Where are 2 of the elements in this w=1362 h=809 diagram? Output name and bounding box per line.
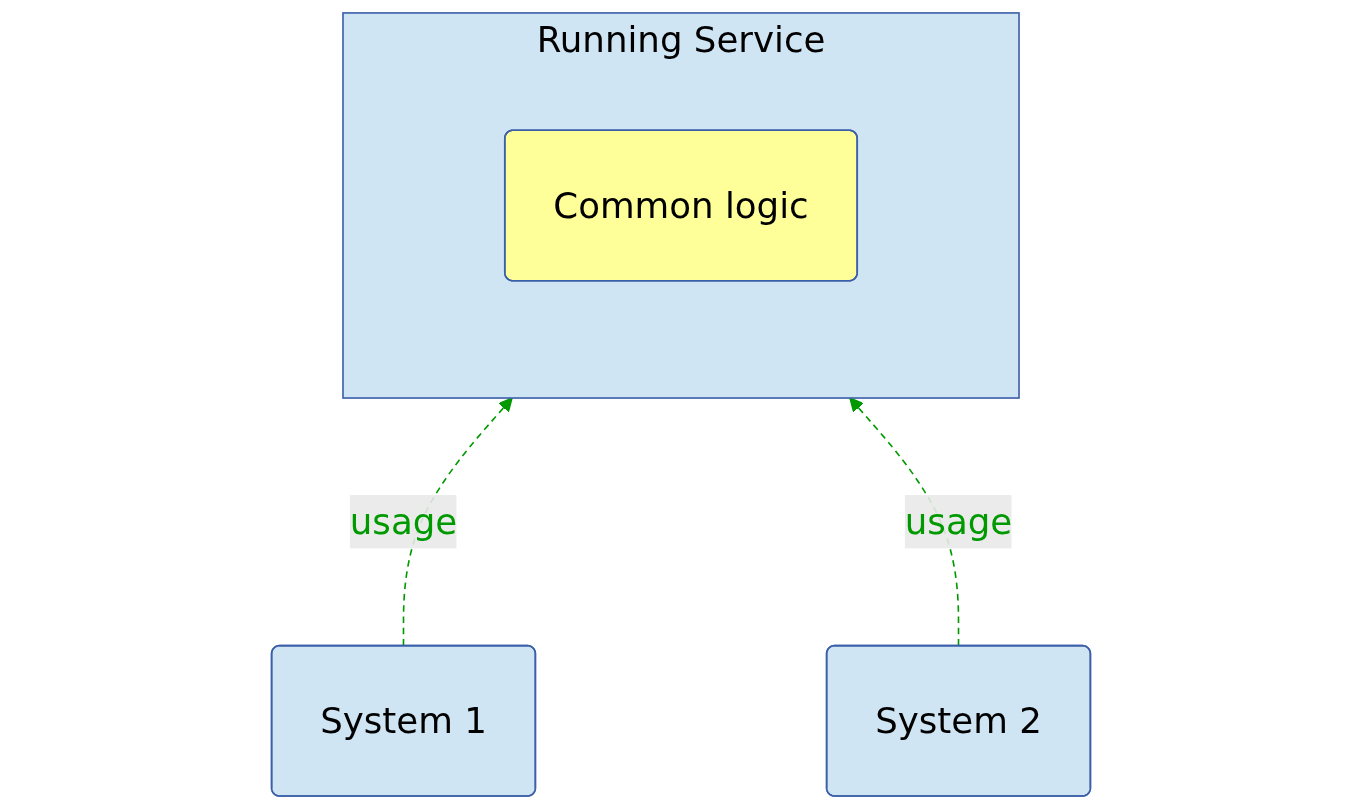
- edge-label: usage: [349, 501, 458, 543]
- edge-label: usage: [904, 501, 1013, 543]
